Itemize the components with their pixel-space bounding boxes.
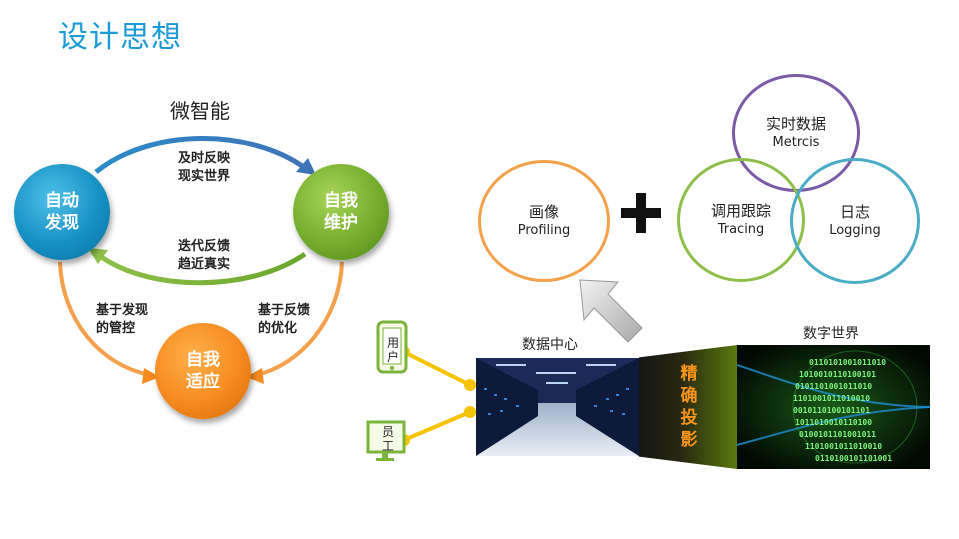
circle-metrics-cn: 实时数据: [765, 115, 826, 133]
node-auto-discover-line1: 自动: [45, 191, 79, 211]
circle-tracing-en: Tracing: [717, 222, 765, 237]
label-bottom-line2: 趋近真实: [178, 257, 231, 272]
projection-char-1: 精: [680, 364, 698, 384]
data-center-image: [476, 358, 639, 456]
matrix-row-5: 0010110100101101: [793, 406, 870, 415]
matrix-row-3: 0101101001011010: [795, 382, 872, 391]
staff-label: 员 工: [379, 425, 397, 453]
staff-label-line1: 员: [381, 425, 394, 439]
node-self-maintain-line2: 维护: [324, 213, 358, 233]
user-label-line2: 户: [386, 350, 399, 364]
label-left-line1: 基于发现: [96, 303, 149, 318]
data-center-label: 数据中心: [522, 337, 578, 353]
label-right-line2: 的优化: [258, 321, 298, 336]
user-label-line1: 用: [386, 336, 399, 350]
circle-logging-cn: 日志: [839, 203, 870, 221]
plus-icon: [621, 193, 661, 233]
projection-char-4: 影: [680, 430, 698, 450]
cycle-title: 微智能: [170, 99, 230, 123]
digital-world-image: 0110101001011010 1010010110100101 010110…: [737, 345, 930, 469]
matrix-row-9: 0110100101101001: [815, 454, 892, 463]
label-bottom-line1: 迭代反馈: [178, 239, 231, 254]
label-right-line1: 基于反馈: [258, 303, 311, 318]
digital-world-label: 数字世界: [803, 326, 859, 342]
label-left-arrow: 基于发现 的管控: [96, 302, 148, 338]
arrow-left-head: [142, 368, 160, 384]
arrow-bottom-head: [88, 248, 108, 264]
projection-beam: [639, 345, 737, 469]
circle-metrics-en: Metrcis: [772, 135, 820, 150]
projection-char-2: 确: [680, 386, 698, 406]
node-auto-discover-line2: 发现: [45, 213, 79, 233]
grey-up-arrow-icon: [579, 279, 643, 343]
page-title: 设计思想: [58, 20, 182, 55]
arrow-top-head: [296, 158, 316, 175]
circle-profiling-cn: 画像: [528, 203, 559, 221]
matrix-row-8: 1101001011010010: [805, 442, 882, 451]
monitor-icon: [366, 420, 406, 461]
matrix-row-2: 1010010110100101: [799, 370, 876, 379]
projection-char-3: 投: [680, 408, 698, 428]
arrow-bottom: [98, 251, 307, 286]
circle-logging: 日志 Logging: [790, 158, 920, 284]
label-bottom-arrow: 迭代反馈 趋近真实: [178, 238, 230, 274]
matrix-row-6: 1011010010110100: [795, 418, 872, 427]
node-self-adapt: 自我 适应: [155, 323, 251, 419]
node-self-maintain: 自我 维护: [293, 164, 389, 260]
label-top-arrow: 及时反映 现实世界: [178, 150, 230, 186]
user-label: 用 户: [384, 336, 402, 364]
staff-label-line2: 工: [381, 439, 394, 453]
circle-tracing-cn: 调用跟踪: [710, 202, 771, 220]
label-right-arrow: 基于反馈 的优化: [258, 302, 310, 338]
matrix-row-7: 0100101101001011: [799, 430, 876, 439]
arrow-left: [58, 261, 151, 377]
node-self-maintain-line1: 自我: [324, 191, 358, 211]
node-self-adapt-line1: 自我: [186, 350, 220, 370]
node-self-adapt-line2: 适应: [186, 372, 220, 392]
matrix-row-1: 0110101001011010: [809, 358, 886, 367]
label-top-line2: 现实世界: [178, 169, 231, 184]
circle-profiling: 画像 Profiling: [478, 160, 610, 282]
arrow-right-head: [246, 368, 264, 384]
label-top-line1: 及时反映: [178, 151, 231, 166]
projection-label: 精 确 投 影: [674, 363, 704, 451]
arrow-right: [255, 261, 344, 377]
label-left-line2: 的管控: [96, 321, 136, 336]
circle-profiling-en: Profiling: [517, 223, 571, 238]
circle-logging-en: Logging: [829, 223, 881, 238]
matrix-row-4: 1101001011010010: [793, 394, 870, 403]
arrow-top: [94, 136, 307, 174]
phone-icon: [376, 320, 408, 374]
node-auto-discover: 自动 发现: [14, 164, 110, 260]
